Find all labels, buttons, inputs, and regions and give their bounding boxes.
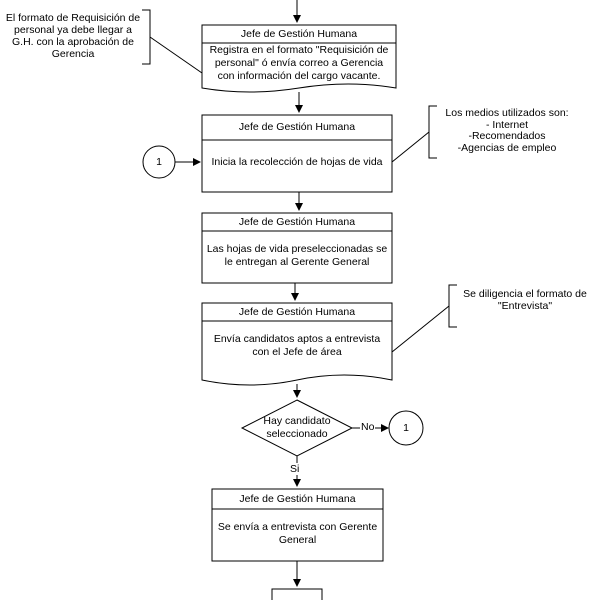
process-box-3-shape xyxy=(201,212,393,284)
decision-text: Hay candidato seleccionado xyxy=(263,415,331,440)
process-box-3-role: Jefe de Gestión Humana xyxy=(238,216,356,228)
annotation-3-text: Se diligencia el formato de "Entrevista" xyxy=(463,288,587,312)
process-box-2-shape xyxy=(201,114,393,193)
connector-1-right-shape xyxy=(388,410,424,446)
decision-yes-label: Si xyxy=(289,463,301,475)
process-box-4-role: Jefe de Gestión Humana xyxy=(238,306,356,318)
process-box-5-role: Jefe de Gestión Humana xyxy=(239,493,356,505)
connector-1-right-label: 1 xyxy=(403,422,409,434)
process-box-3-text: Las hojas de vida preseleccionadas se le… xyxy=(206,243,388,268)
connector-1-left-label: 1 xyxy=(156,156,162,168)
process-box-4-text: Envía candidatos aptos a entrevista con … xyxy=(213,333,381,358)
annotation-2-text: Los medios utilizados son: - Internet -R… xyxy=(445,107,569,154)
process-box-4-shape xyxy=(201,302,393,386)
process-box-1-shape xyxy=(201,24,397,93)
process-box-2-text: Inicia la recolección de hojas de vida xyxy=(211,155,383,168)
decision-no-label: No xyxy=(360,421,376,433)
next-box-partial xyxy=(271,588,323,600)
process-box-2-role: Jefe de Gestión Humana xyxy=(238,121,356,133)
process-box-5-text: Se envía a entrevista con Gerente Genera… xyxy=(217,521,378,546)
process-box-1-role: Jefe de Gestión Humana xyxy=(240,28,358,40)
process-box-1-text: Registra en el formato "Requisición de p… xyxy=(209,43,389,82)
annotation-1-text: El formato de Requisición de personal ya… xyxy=(5,12,141,60)
